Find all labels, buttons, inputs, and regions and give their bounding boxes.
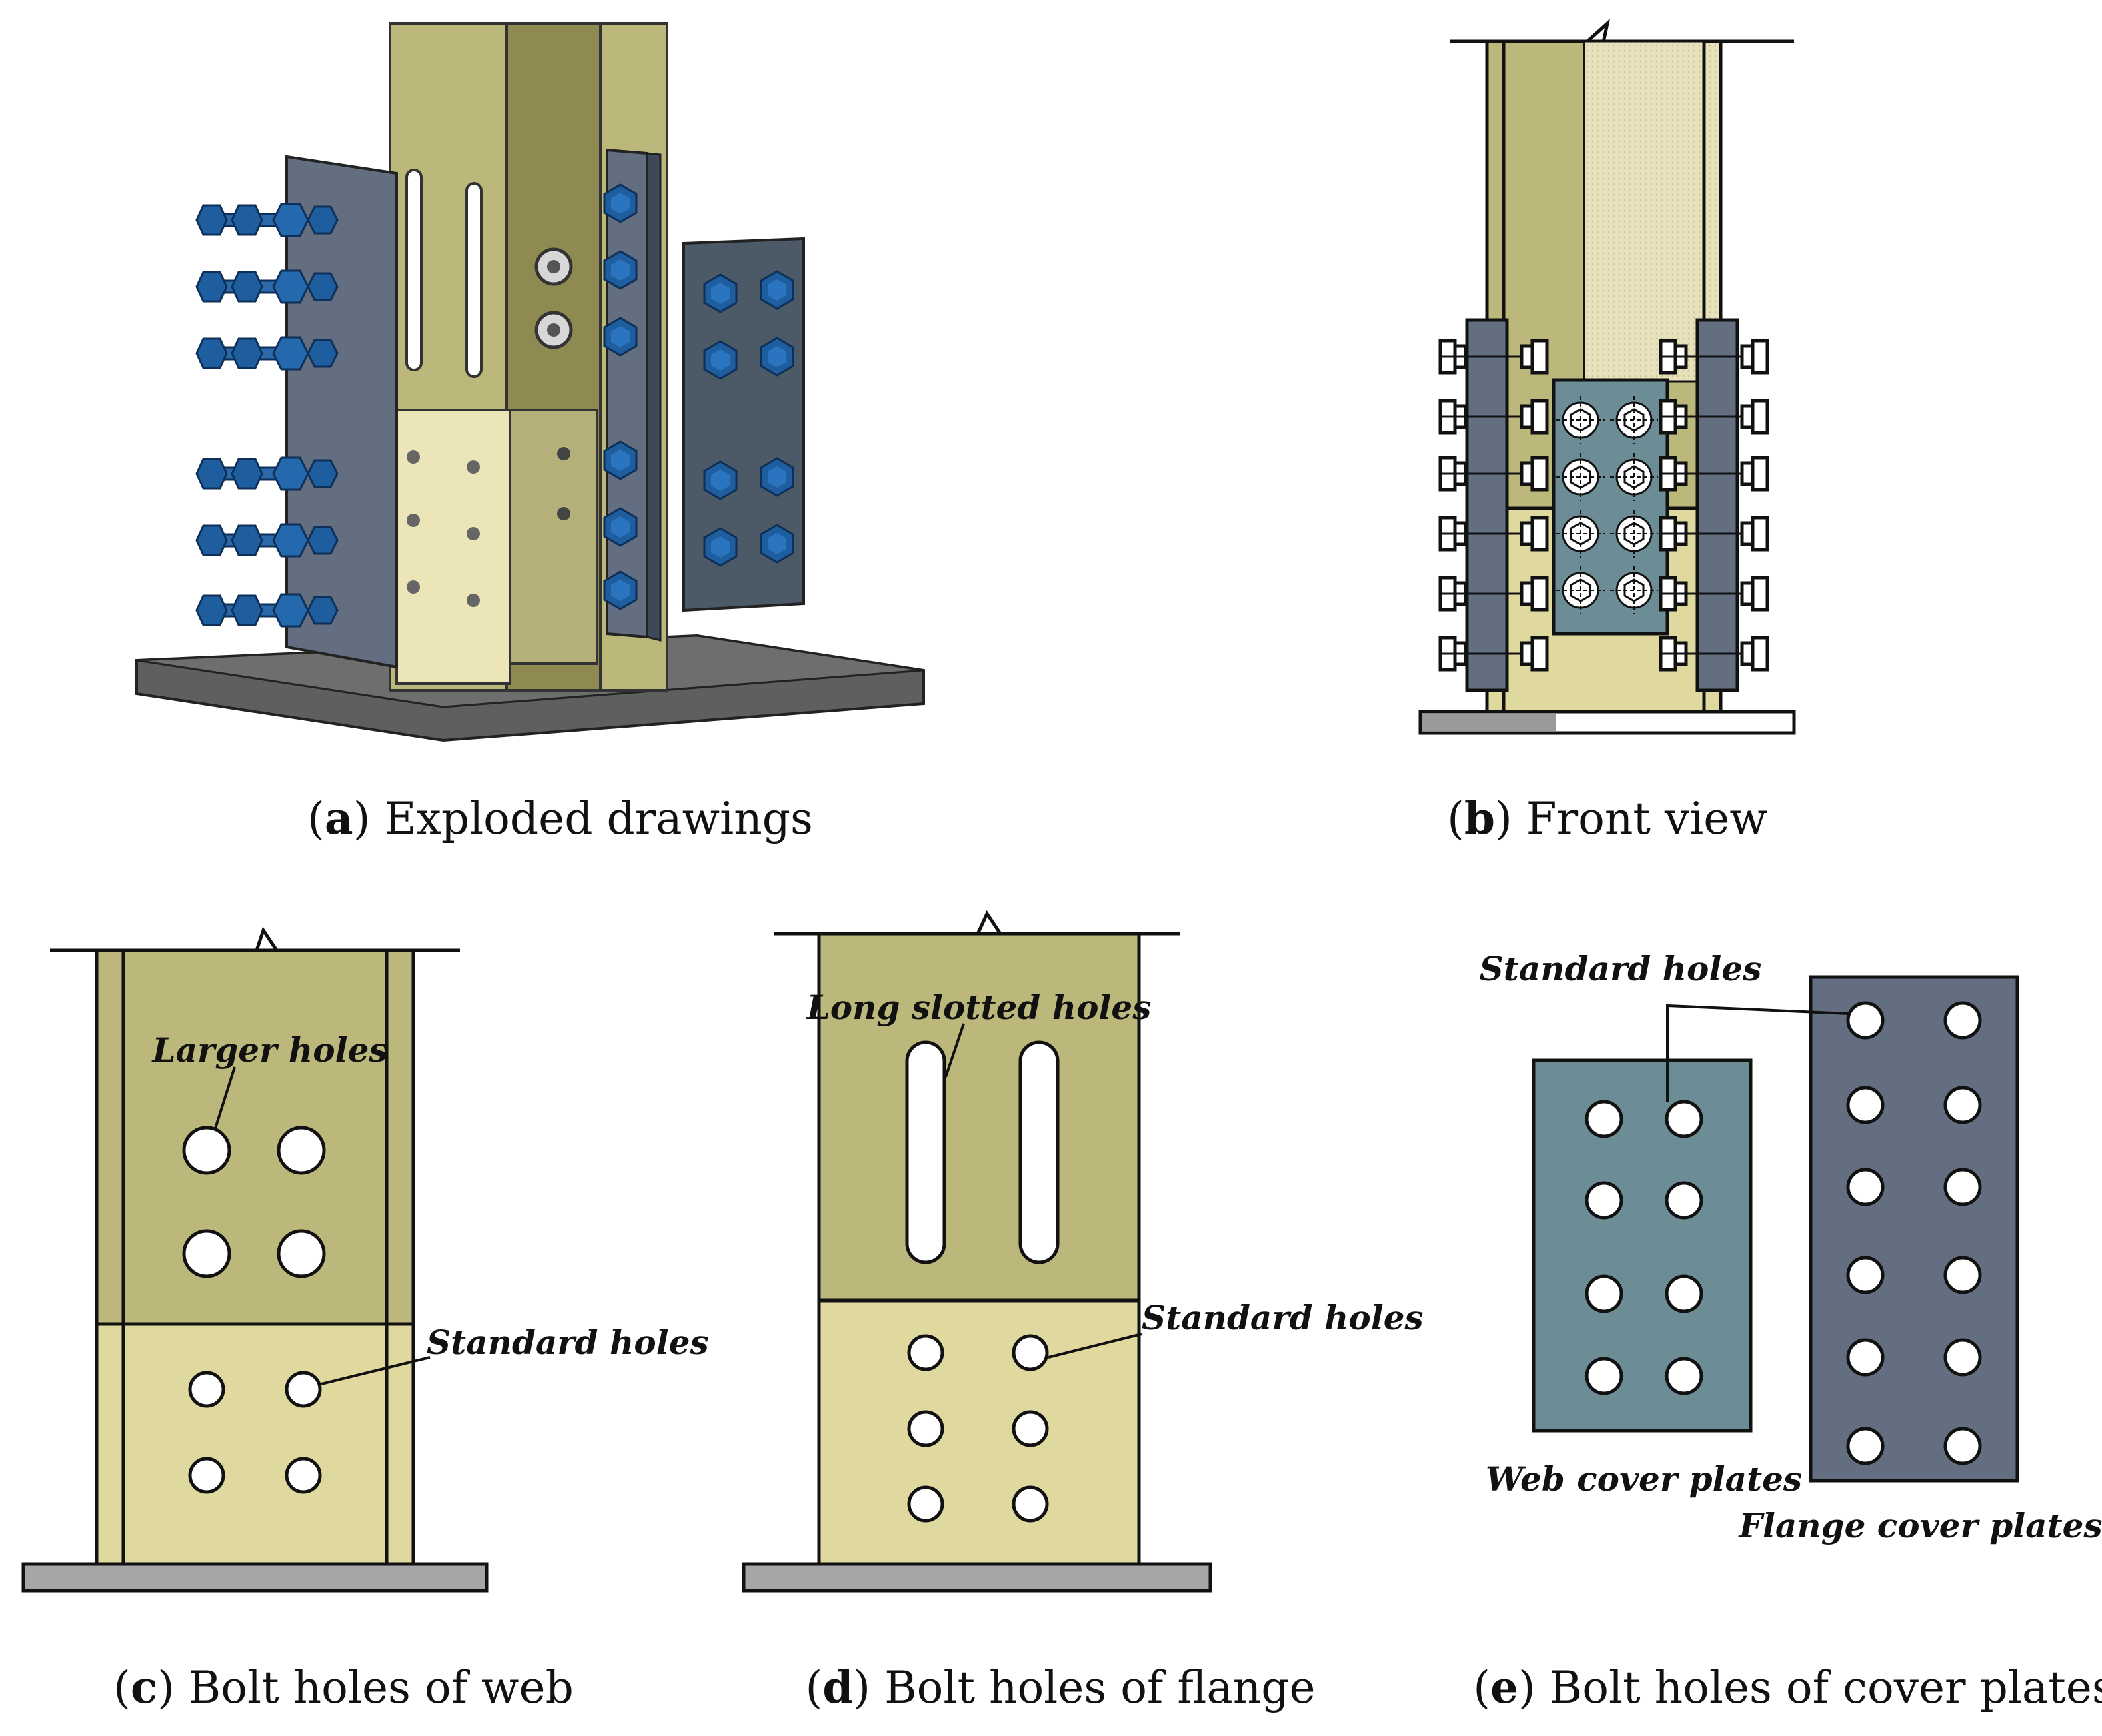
web-cover-plate-holes <box>1585 1100 1703 1395</box>
caption-a: (a) Exploded drawings <box>307 792 813 844</box>
web-cover-plate-drawing <box>1532 1058 1753 1433</box>
flange-base-plate <box>742 1562 1212 1593</box>
standard-holes-web <box>188 1371 322 1494</box>
larger-holes <box>182 1126 326 1278</box>
web-lower <box>95 1322 415 1566</box>
caption-e: (e) Bolt holes of cover plates <box>1473 1661 2102 1713</box>
label-standard-holes-plates: Standard holes <box>1480 949 1762 988</box>
web-holes-panel <box>21 926 489 1593</box>
flange-cover-plate-drawing <box>1809 975 2019 1483</box>
label-long-slotted-holes: Long slotted holes <box>806 988 1152 1027</box>
caption-d: (d) Bolt holes of flange <box>805 1661 1315 1713</box>
front-view <box>1418 18 1796 735</box>
flange-cover-plate-left <box>285 155 398 669</box>
flange-plate-right <box>1695 318 1739 692</box>
flange-cover-plate-holes <box>1846 1001 1982 1465</box>
label-standard-holes-web: Standard holes <box>427 1323 709 1362</box>
web-upper <box>95 948 415 1326</box>
exploded-drawing <box>135 22 925 742</box>
caption-b: (b) Front view <box>1447 792 1767 844</box>
flange-lower <box>817 1298 1141 1566</box>
label-flange-cover-plates: Flange cover plates <box>1737 1506 2102 1545</box>
long-slotted-holes <box>905 1040 1060 1264</box>
flange-cover-plate-right <box>606 148 648 639</box>
standard-holes-flange <box>907 1334 1049 1523</box>
web-base-plate <box>21 1562 489 1593</box>
flange-upper <box>817 932 1141 1303</box>
web-cover-plate <box>682 237 805 612</box>
label-larger-holes: Larger holes <box>151 1030 387 1070</box>
flange-plate-left <box>1465 318 1509 692</box>
flange-holes-panel <box>742 910 1212 1593</box>
label-standard-holes-flange: Standard holes <box>1142 1298 1424 1337</box>
label-web-cover-plates: Web cover plates <box>1486 1459 1802 1499</box>
cover-plates-panel <box>1532 975 2019 1483</box>
web-lower-part <box>509 409 598 665</box>
caption-c: (c) Bolt holes of web <box>113 1661 574 1713</box>
